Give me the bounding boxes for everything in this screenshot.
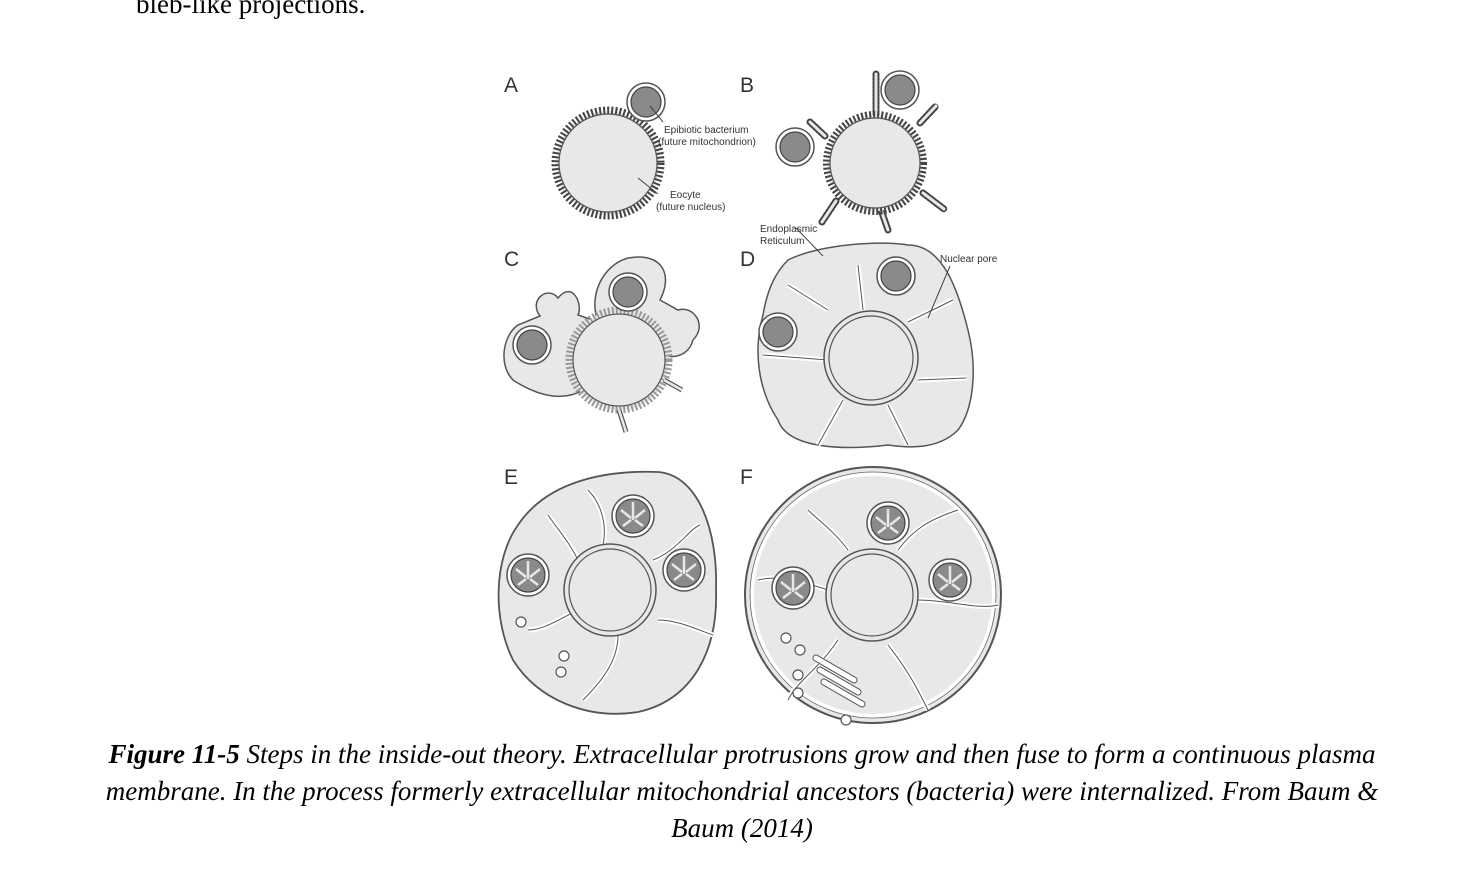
annotation-eocyte-1: Eocyte: [670, 190, 701, 201]
body-text-fragment: bleb-like projections.: [136, 0, 366, 19]
panel-label-c: C: [504, 248, 519, 271]
annotation-bacterium-2: (future mitochondrion): [658, 137, 756, 148]
figure-illustration: A Epibiotic bacterium (future mitochondr…: [497, 70, 1002, 726]
panel-a: A Epibiotic bacterium (future mitochondr…: [504, 74, 756, 220]
inside-out-theory-figure: A Epibiotic bacterium (future mitochondr…: [488, 60, 1028, 728]
caption-label: Figure 11-5: [108, 739, 240, 769]
panel-d: D Endoplasmic Reticulum Nuclear pore: [740, 224, 998, 449]
annotation-nuclear-pore: Nuclear pore: [940, 254, 998, 265]
panel-b: B: [740, 70, 948, 234]
panel-label-d: D: [740, 248, 755, 271]
panel-f: F: [740, 466, 1002, 726]
annotation-eocyte-2: (future nucleus): [656, 202, 725, 213]
panel-label-f: F: [740, 466, 753, 489]
annotation-er-2: Reticulum: [760, 236, 804, 247]
annotation-bacterium-1: Epibiotic bacterium: [664, 125, 748, 136]
panel-label-b: B: [740, 74, 754, 97]
panel-label-e: E: [504, 466, 518, 489]
figure-caption: Figure 11-5 Steps in the inside-out theo…: [100, 736, 1384, 847]
caption-text: Steps in the inside-out theory. Extracel…: [105, 739, 1379, 843]
panel-c: C: [503, 248, 700, 433]
panel-label-a: A: [504, 74, 518, 97]
annotation-er-1: Endoplasmic: [760, 224, 817, 235]
panel-e: E: [497, 466, 717, 715]
